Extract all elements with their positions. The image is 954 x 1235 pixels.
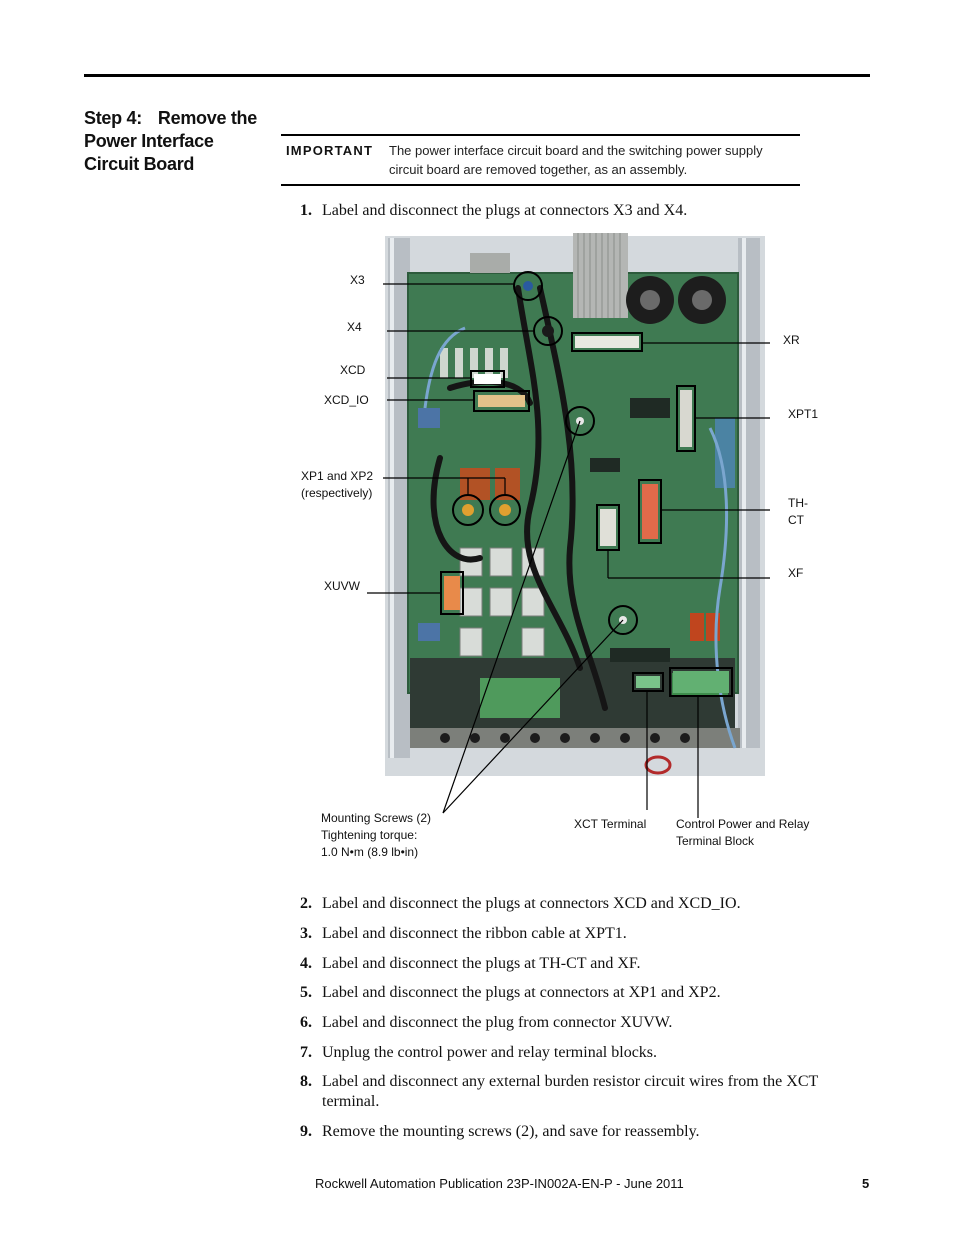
step-text-8: Label and disconnect any external burden… [322, 1073, 818, 1110]
callout-xr: XR [783, 333, 800, 347]
important-text: The power interface circuit board and th… [389, 143, 763, 177]
callout-control-line1: Control Power and Relay [676, 817, 810, 831]
callout-mounting-line3: 1.0 N•m (8.9 lb•in) [321, 845, 419, 859]
footer-publication: Rockwell Automation Publication 23P-IN00… [315, 1176, 684, 1191]
callout-xcd-io: XCD_IO [324, 393, 369, 407]
top-rule [84, 74, 870, 77]
callout-xp1-xp2-line2: (respectively) [301, 486, 373, 500]
step-text-5: Label and disconnect the plugs at connec… [322, 984, 721, 1001]
step-text-7: Unplug the control power and relay termi… [322, 1044, 658, 1061]
step-number: Step 4: [84, 108, 142, 128]
step-title: Remove the Power Interface Circuit Board [84, 108, 257, 174]
circuit-board-figure: X3 X4 XCD XCD_IO XP1 and XP2 (respective… [290, 228, 820, 868]
step-number-6: 6. [300, 1014, 312, 1031]
footer-page-number: 5 [862, 1176, 870, 1191]
step-text-9: Remove the mounting screws (2), and save… [322, 1123, 700, 1140]
callout-mounting-line2: Tightening torque: [321, 828, 418, 842]
callout-th-ct: TH-CT [788, 496, 808, 527]
step-number-5: 5. [300, 984, 312, 1001]
callout-x3: X3 [350, 273, 365, 287]
callout-control-power: Control Power and Relay Terminal Block [676, 816, 809, 850]
callout-xcd: XCD [340, 363, 366, 377]
callout-xpt1: XPT1 [788, 407, 819, 421]
step-text-1: Label and disconnect the plugs at connec… [322, 202, 688, 219]
step-number-7: 7. [300, 1044, 312, 1061]
step-number-9: 9. [300, 1123, 312, 1140]
step-text-2: Label and disconnect the plugs at connec… [322, 895, 741, 912]
callout-xp1-xp2-line1: XP1 and XP2 [301, 469, 374, 483]
callout-x4: X4 [347, 320, 362, 334]
step-number-2: 2. [300, 895, 312, 912]
step-heading: Step 4:Remove the Power Interface Circui… [84, 107, 264, 176]
callout-control-line2: Terminal Block [676, 834, 755, 848]
board-photo-illustration [367, 233, 770, 818]
step-number-4: 4. [300, 955, 312, 972]
callout-mounting-screws: Mounting Screws (2) Tightening torque: 1… [321, 810, 431, 861]
callout-mounting-line1: Mounting Screws (2) [321, 811, 432, 825]
step-number-8: 8. [300, 1073, 312, 1090]
callout-xp1-xp2: XP1 and XP2 (respectively) [301, 468, 373, 502]
step-text-3: Label and disconnect the ribbon cable at… [322, 925, 627, 942]
callout-xuvw: XUVW [324, 579, 360, 593]
important-label: IMPORTANT [286, 143, 374, 158]
callout-xct-terminal: XCT Terminal [574, 817, 647, 831]
callout-xf: XF [788, 566, 804, 580]
step-text-4: Label and disconnect the plugs at TH-CT … [322, 955, 641, 972]
step-number-1: 1. [300, 202, 312, 219]
step-number-3: 3. [300, 925, 312, 942]
important-note: IMPORTANT The power interface circuit bo… [281, 134, 800, 186]
step-text-6: Label and disconnect the plug from conne… [322, 1014, 673, 1031]
